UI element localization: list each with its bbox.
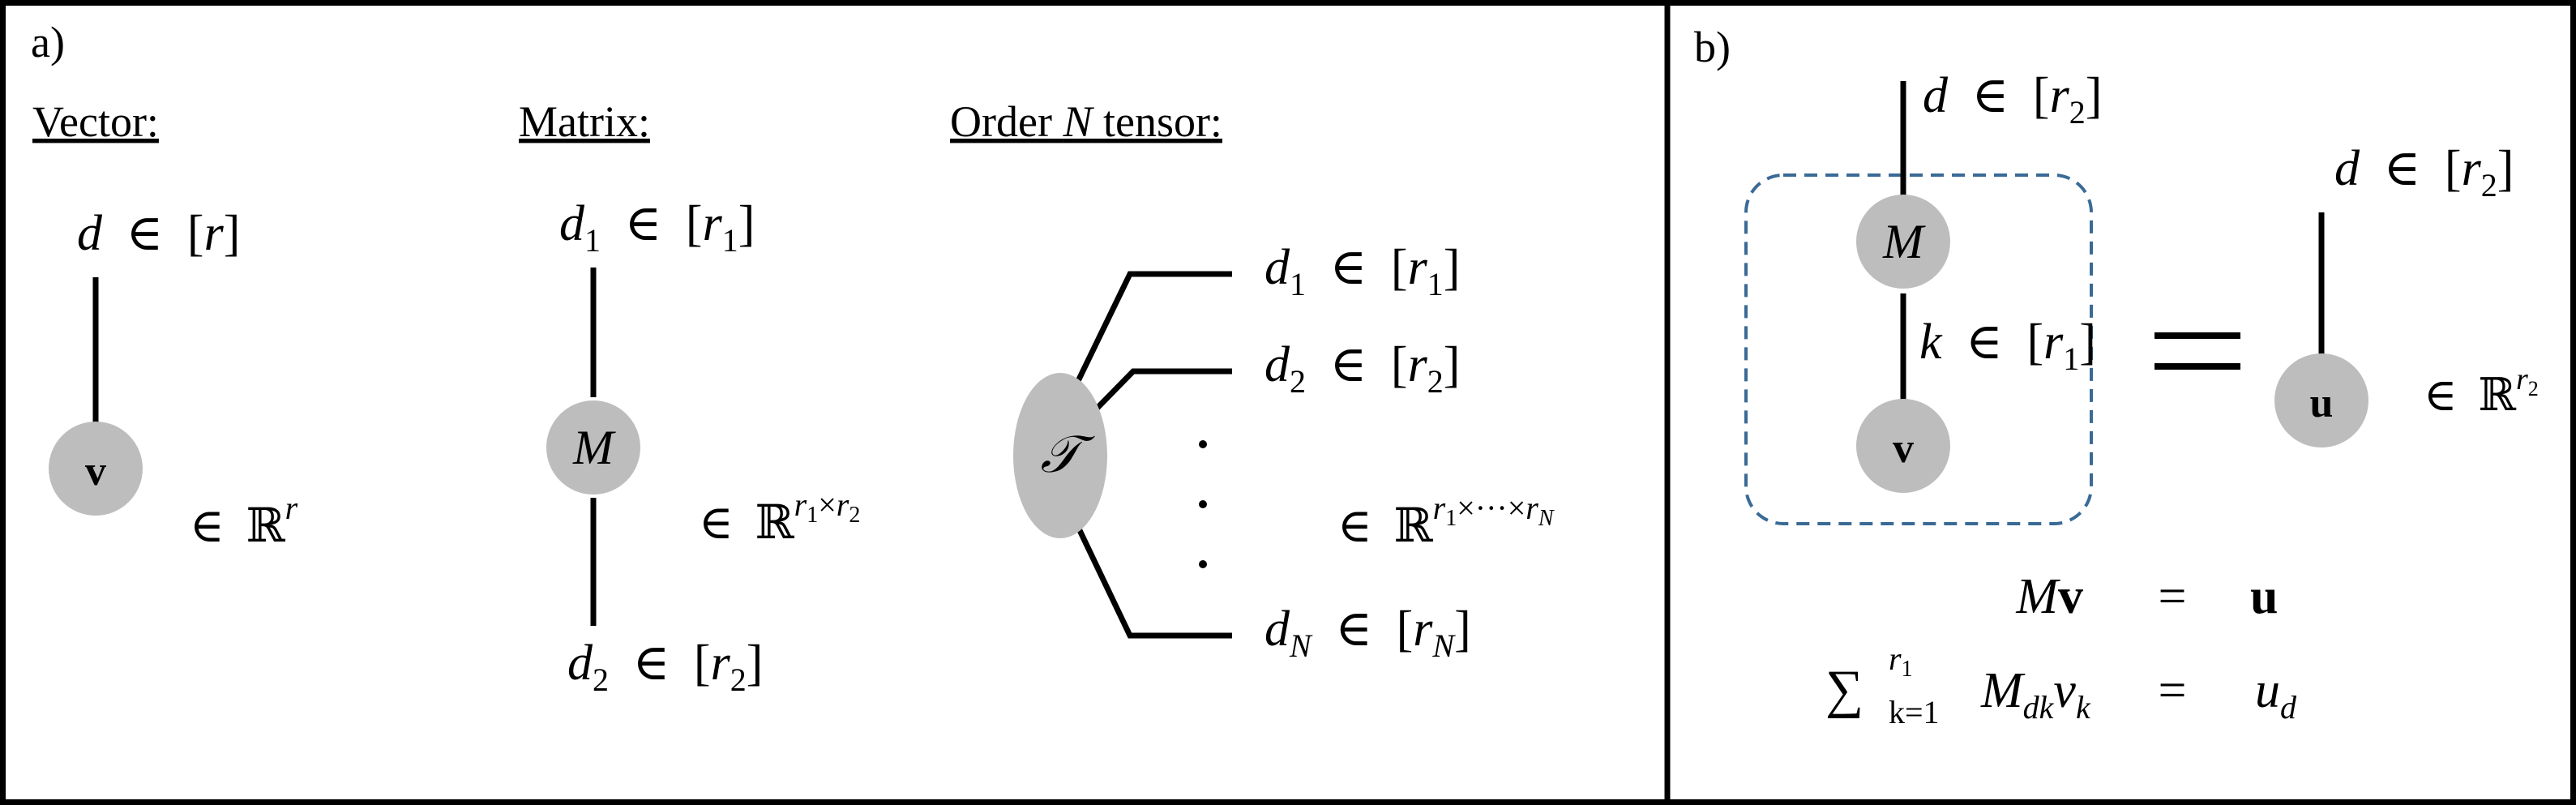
tensor-index-2-label: d2 ∈ [r2] — [1264, 337, 1460, 404]
tensor-title: Order N tensor: — [950, 97, 1222, 146]
tensor-index-1-label: d1 ∈ [r1] — [1264, 240, 1460, 306]
tensor-space-label: ∈ ℝr1×···×rN — [1337, 490, 1555, 552]
eq2-sum-lower: k=1 — [1889, 694, 1940, 730]
ellipsis-dot — [1199, 440, 1207, 448]
eq1-equals: = — [2159, 569, 2187, 624]
u-node-label: u — [2310, 380, 2334, 426]
u-space-label: ∈ ℝr2 — [2424, 362, 2539, 421]
panel-a-label: a) — [31, 18, 65, 66]
matrix-top-index-label: d1 ∈ [r1] — [559, 196, 755, 263]
eq2-equals: = — [2159, 663, 2187, 718]
eq2-sum-upper: r1 — [1889, 640, 1913, 682]
tensor-edge-1 — [1075, 271, 1232, 383]
eq2-lhs-terms: Mdkvk — [1980, 663, 2091, 726]
v-node — [1856, 399, 1950, 493]
contraction-box — [1744, 173, 2093, 525]
eq2-sum-symbol: ∑ — [1825, 660, 1864, 719]
panel-b: b) d ∈ [r2] M k ∈ [r1] v d ∈ [r2] — [1694, 23, 2539, 730]
matrix-node — [546, 400, 640, 495]
m-node-label: M — [1882, 215, 1926, 268]
equation-index-sum: ∑ r1 k=1 Mdkvk = ud — [1825, 640, 2297, 730]
matrix-title: Matrix: — [519, 97, 650, 146]
vector-node-label: v — [85, 448, 106, 495]
tensor-edge-2 — [1093, 368, 1232, 412]
tensor-diagram: Order N tensor: 𝒯 d1 ∈ [r1] d2 ∈ [r2] dN — [950, 97, 1555, 668]
v-node-label: v — [1893, 426, 1914, 472]
matrix-bottom-index-label: d2 ∈ [r2] — [567, 636, 763, 702]
vector-index-label: d ∈ [r] — [77, 206, 240, 261]
matrix-node-label: M — [572, 421, 616, 474]
u-index-label: d ∈ [r2] — [2334, 141, 2514, 203]
k-index-label: k ∈ [r1] — [1919, 315, 2096, 377]
vector-title: Vector: — [32, 97, 159, 146]
matrix-diagram: Matrix: d1 ∈ [r1] M d2 ∈ [r2] ∈ ℝr1×r2 — [519, 97, 860, 702]
panel-a: a) Vector: d ∈ [r] v ∈ ℝr Matrix: d1 ∈ [… — [31, 18, 1555, 702]
ellipsis-dot — [1199, 560, 1207, 568]
u-node — [2274, 353, 2368, 447]
equals-sign — [2155, 332, 2240, 370]
tensor-edge-n — [1075, 525, 1232, 639]
vector-node — [49, 422, 143, 516]
eq1-lhs: Mv — [2015, 569, 2083, 624]
m-top-index-label: d ∈ [r2] — [1923, 68, 2102, 131]
vector-space-label: ∈ ℝr — [190, 490, 298, 552]
tensor-index-n-label: dN ∈ [rN] — [1264, 602, 1471, 668]
m-node — [1856, 195, 1950, 289]
tensor-node — [1013, 373, 1107, 538]
panel-b-label: b) — [1694, 23, 1731, 71]
equation-matrix-vector: Mv = u — [2015, 569, 2278, 624]
ellipsis-dot — [1199, 500, 1207, 508]
matrix-space-label: ∈ ℝr1×r2 — [699, 486, 860, 549]
eq2-rhs: ud — [2255, 663, 2297, 726]
vector-diagram: Vector: d ∈ [r] v ∈ ℝr — [32, 97, 298, 552]
eq1-rhs: u — [2250, 569, 2278, 624]
